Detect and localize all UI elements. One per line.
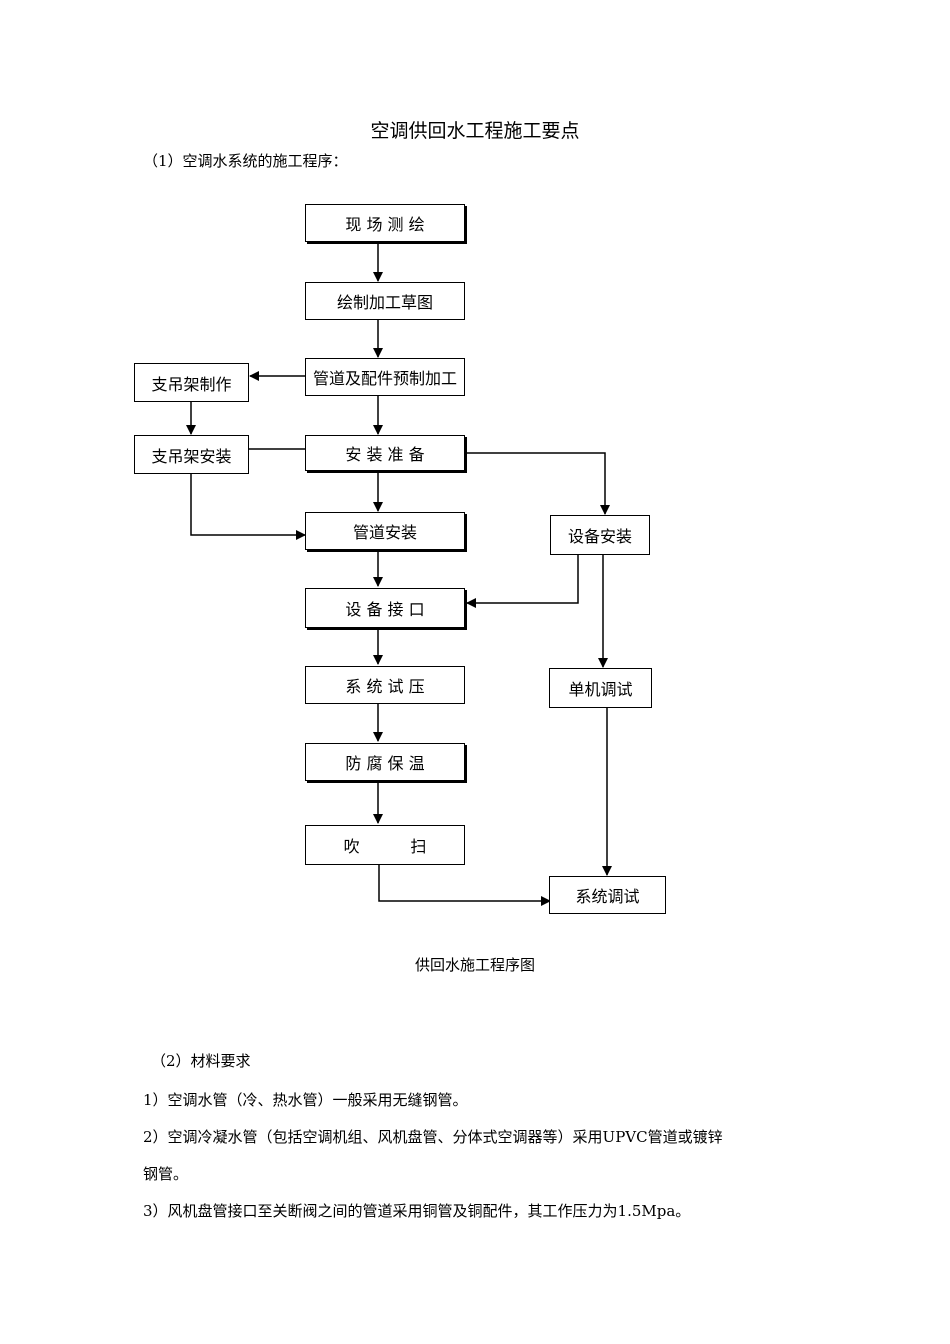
flow-box-pressure-test: 系 统 试 压 xyxy=(305,666,465,704)
flow-box-hanger-install: 支吊架安装 xyxy=(134,435,249,474)
material-item-2: 2）空调冷凝水管（包括空调机组、风机盘管、分体式空调器等）采用UPVC管道或镀锌 xyxy=(143,1128,723,1146)
flow-box-prepare: 安 装 准 备 xyxy=(305,435,465,471)
flow-box-equip-connect: 设 备 接 口 xyxy=(305,588,465,628)
flowchart-caption: 供回水施工程序图 xyxy=(414,956,535,974)
section-1-heading: （1）空调水系统的施工程序： xyxy=(143,152,348,170)
flow-box-system-debug: 系统调试 xyxy=(549,876,666,914)
section-2-heading: （2）材料要求 xyxy=(151,1052,251,1070)
flow-box-equip-install: 设备安装 xyxy=(550,515,650,555)
material-item-1: 1）空调水管（冷、热水管）一般采用无缝钢管。 xyxy=(143,1091,468,1109)
flow-box-hanger-make: 支吊架制作 xyxy=(134,363,249,402)
material-item-3: 3）风机盘管接口至关断阀之间的管道采用铜管及铜配件，其工作压力为1.5Mpa。 xyxy=(143,1202,691,1220)
page-title: 空调供回水工程施工要点 xyxy=(370,120,580,142)
flow-box-purge: 吹 扫 xyxy=(305,825,465,865)
flow-box-pipe-install: 管道安装 xyxy=(305,512,465,550)
flow-box-unit-debug: 单机调试 xyxy=(549,668,652,708)
flow-box-prefab: 管道及配件预制加工 xyxy=(305,358,465,396)
flow-box-survey: 现 场 测 绘 xyxy=(305,204,465,242)
material-item-2-cont: 钢管。 xyxy=(143,1165,189,1183)
flow-box-anticorrosion: 防 腐 保 温 xyxy=(305,743,465,781)
flow-box-drawing: 绘制加工草图 xyxy=(305,282,465,320)
